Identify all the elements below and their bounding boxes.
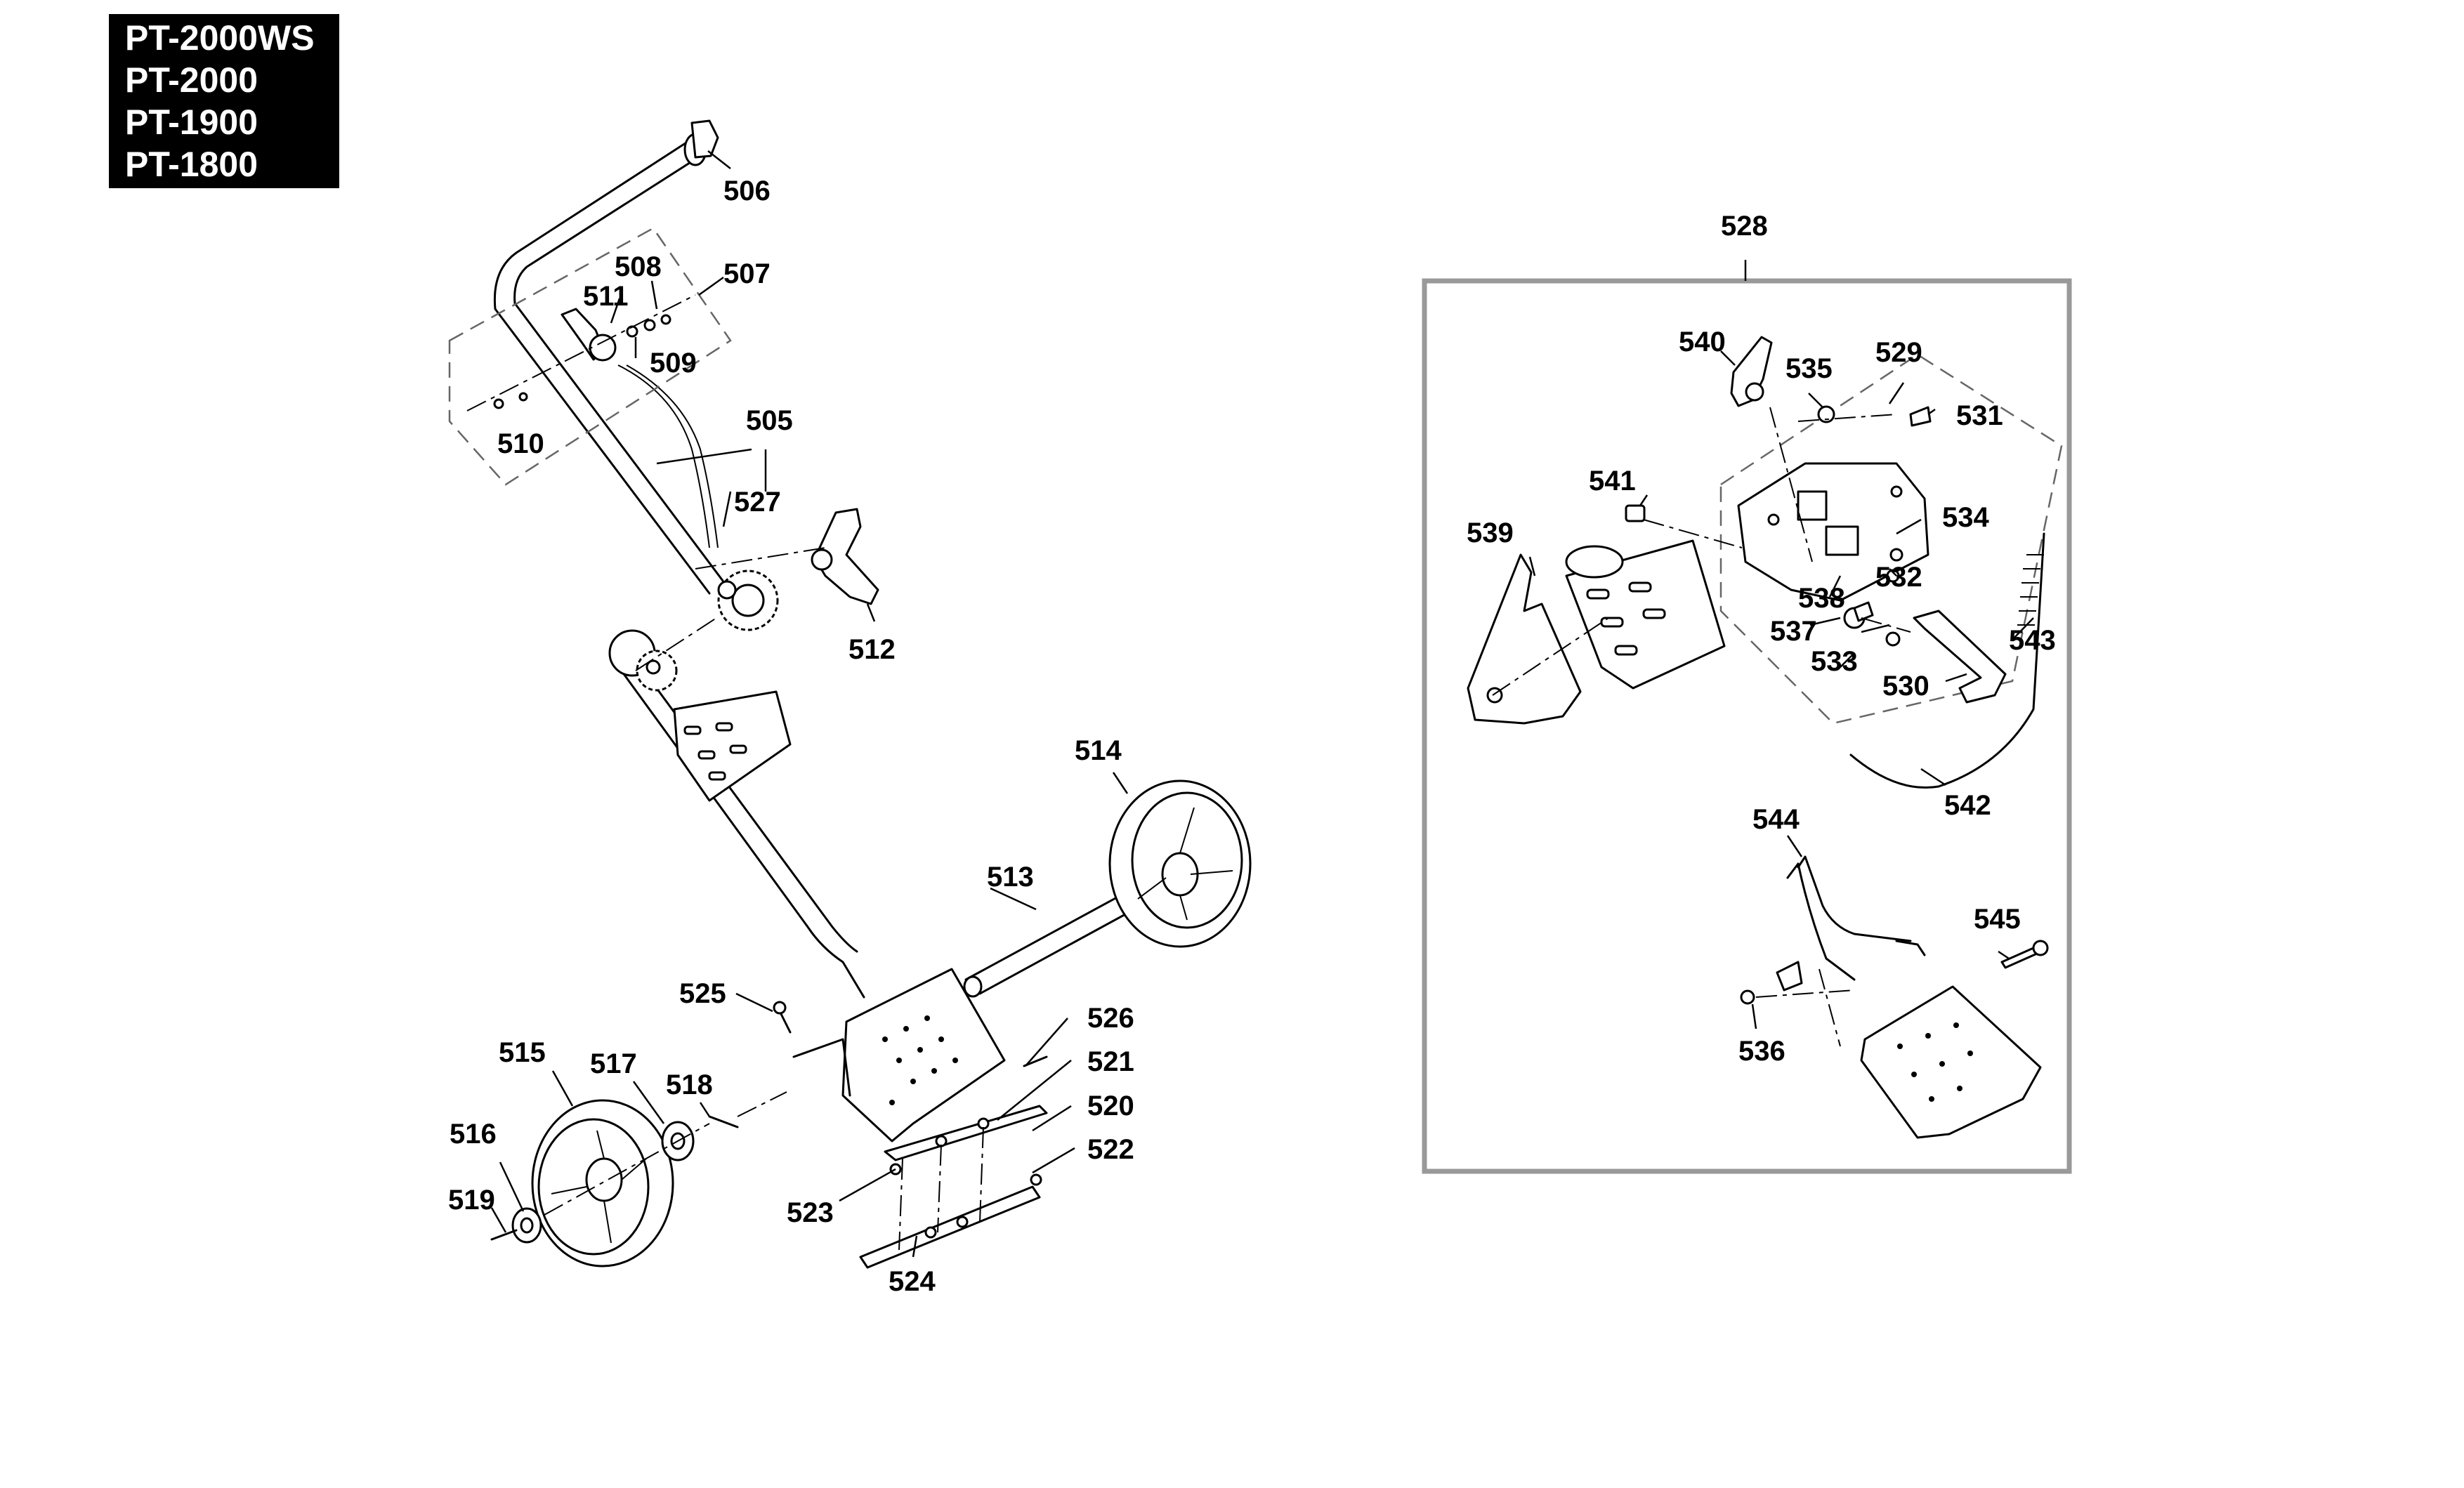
callout-536: 536: [1738, 1036, 1785, 1067]
group-529-boundary: [1719, 353, 2063, 725]
callout-520: 520: [1087, 1091, 1134, 1121]
model-name: PT-2000WS: [125, 18, 315, 58]
callout-514: 514: [1075, 735, 1122, 766]
callout-519: 519: [448, 1185, 495, 1216]
lower-frame-arm: [608, 629, 865, 999]
model-name: PT-1800: [125, 145, 258, 184]
model-name: PT-2000: [125, 60, 258, 100]
callout-517: 517: [590, 1048, 637, 1079]
callout-523: 523: [787, 1197, 834, 1228]
mount-bracket-inset: [1860, 985, 2042, 1139]
callout-511: 511: [583, 281, 629, 312]
callout-529: 529: [1875, 337, 1922, 368]
height-adjust-gear: [717, 569, 779, 631]
callout-527: 527: [734, 487, 781, 518]
callout-505: 505: [746, 405, 793, 436]
callout-518: 518: [666, 1069, 713, 1100]
callout-509: 509: [650, 348, 697, 378]
leader-lines: [490, 150, 2034, 1258]
callout-526: 526: [1087, 1003, 1134, 1034]
group-507-boundary: [448, 227, 732, 486]
callout-543: 543: [2009, 625, 2056, 656]
callout-530: 530: [1882, 671, 1929, 702]
base-plate: [792, 968, 1006, 1143]
callout-541: 541: [1589, 466, 1636, 496]
callout-513: 513: [987, 862, 1034, 893]
inset-frame: [1422, 278, 2072, 1174]
callout-510: 510: [497, 428, 544, 459]
callout-515: 515: [499, 1037, 546, 1068]
callout-522: 522: [1087, 1134, 1134, 1165]
callout-531: 531: [1956, 400, 2003, 431]
callout-524: 524: [889, 1266, 936, 1297]
callout-506: 506: [723, 176, 771, 206]
control-lever: [561, 308, 617, 362]
bolts-inset: [1740, 940, 2049, 1005]
cable-and-spring: [1849, 532, 2045, 789]
callout-507: 507: [723, 258, 771, 289]
handle-grip-cap: [690, 119, 719, 159]
assembly-centerlines: [466, 294, 984, 1251]
inset-centerlines: [1492, 407, 1911, 1047]
handle-bail: [1776, 855, 1926, 992]
wing-knob: [811, 508, 879, 605]
callout-521: 521: [1087, 1046, 1134, 1077]
callout-542: 542: [1944, 790, 1991, 821]
callout-512: 512: [848, 634, 896, 665]
callout-labels: 506 508 507 511 509 510 505 527 512 514 …: [448, 176, 2056, 1297]
callout-539: 539: [1467, 518, 1514, 548]
callout-545: 545: [1974, 904, 2021, 935]
control-bracket: [1737, 462, 1929, 602]
callout-525: 525: [679, 978, 726, 1009]
callout-540: 540: [1679, 327, 1726, 357]
callout-535: 535: [1785, 353, 1833, 384]
callout-508: 508: [615, 251, 662, 282]
callout-533: 533: [1811, 646, 1858, 677]
control-cable: [617, 364, 719, 548]
callout-532: 532: [1875, 562, 1922, 593]
chute-lever: [1730, 336, 1773, 407]
callout-537: 537: [1770, 616, 1817, 647]
model-list: PT-2000WS PT-2000 PT-1900 PT-1800: [109, 14, 339, 188]
mount-bracket-plate: [673, 690, 792, 802]
callout-534: 534: [1942, 502, 1989, 533]
callout-544: 544: [1752, 804, 1800, 835]
small-hardware-inset: [1625, 405, 1932, 647]
right-wheel: [1108, 779, 1252, 948]
callout-528: 528: [1721, 211, 1768, 242]
callout-538: 538: [1798, 583, 1845, 614]
handle-mount-plate-inset: [1565, 539, 1726, 690]
chute-deflector: [1467, 553, 1582, 725]
model-name: PT-1900: [125, 103, 258, 142]
callout-516: 516: [450, 1119, 497, 1150]
